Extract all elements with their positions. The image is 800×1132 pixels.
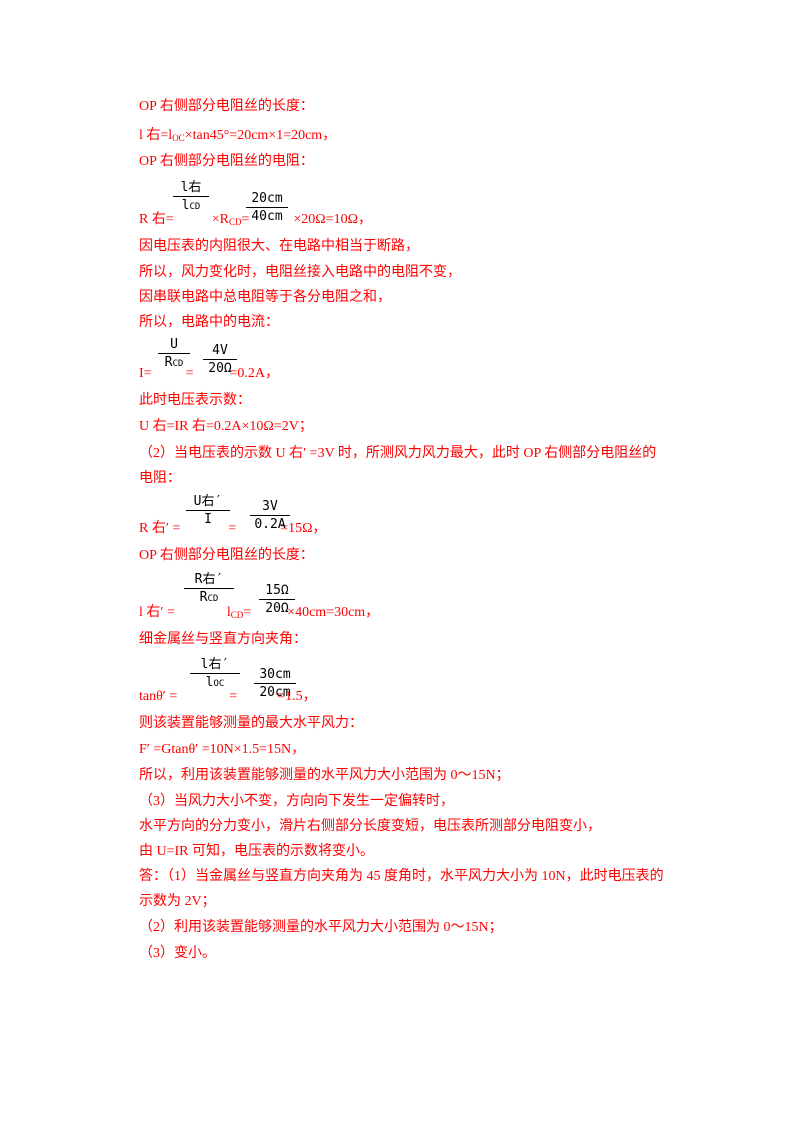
text-span: ×R — [211, 212, 229, 227]
den-main: l — [181, 198, 190, 213]
den-main: l — [205, 675, 214, 690]
text-line: 水平方向的分力变小，滑片右侧部分长度变短，电压表所测部分电阻变小， — [139, 819, 601, 834]
text-line: （3）当风力大小不变，方向向下发生一定偏转时， — [139, 794, 454, 809]
denominator: 20cm — [259, 685, 291, 700]
fraction-bar — [184, 588, 234, 589]
denominator: 0.2A — [254, 517, 286, 532]
text-line: F′ =Gtanθ′ =10N×1.5=15N， — [139, 742, 306, 757]
text-line: 所以，风力变化时，电阻丝接入电路中的电阻不变， — [139, 265, 461, 280]
text-span: =0.2A， — [229, 366, 279, 381]
text-span: ×40cm=30cm， — [287, 605, 380, 620]
text-line: 因电压表的内阻很大、在电路中相当于断路， — [139, 239, 419, 254]
numerator: l右′ — [200, 657, 230, 672]
fraction-bar — [203, 359, 237, 360]
text-line: 电阻： — [139, 471, 181, 486]
den-main: R — [164, 355, 173, 370]
fraction-bar — [250, 515, 290, 516]
text-line: 所以，利用该装置能够测量的水平风力大小范围为 0～15N； — [139, 768, 510, 783]
text-line: （3）变小。 — [139, 946, 216, 961]
den-sub: CD — [207, 594, 219, 604]
numerator: 30cm — [259, 667, 291, 682]
fraction: 30cm 20cm — [254, 667, 296, 700]
numerator: 4V — [212, 343, 228, 358]
denominator: I — [204, 512, 212, 527]
formula-line: tanθ′ = = =1.5， — [139, 688, 317, 706]
text-line: 因串联电路中总电阻等于各分电阻之和， — [139, 290, 391, 305]
fraction-bar — [190, 673, 240, 674]
text-span: = — [241, 212, 250, 227]
text-line: 所以，电路中的电流： — [139, 315, 279, 330]
formula-line: I= = =0.2A， — [139, 365, 279, 383]
numerator: 20cm — [251, 191, 283, 206]
numerator: R右′ — [194, 572, 224, 587]
fraction-bar — [186, 510, 230, 511]
fraction-bar — [158, 353, 190, 354]
formula-line: l 右′ = lCD= ×40cm=30cm， — [139, 604, 379, 624]
numerator: 15Ω — [265, 583, 289, 598]
fraction: l右 lCD — [173, 180, 209, 215]
text-line: U 右=IR 右=0.2A×10Ω=2V； — [139, 419, 313, 434]
text-span: = — [185, 366, 194, 381]
text-span: l — [226, 605, 231, 620]
denominator: 20Ω — [208, 361, 232, 376]
text-line: 示数为 2V； — [139, 894, 216, 909]
text-span: R 右′ = — [139, 521, 181, 536]
text-line: l 右=lOC×tan45°=20cm×1=20cm， — [139, 127, 336, 147]
numerator: U右′ — [193, 494, 223, 509]
text-span: ×20Ω=10Ω， — [293, 212, 372, 227]
text-span: = — [229, 689, 238, 704]
text-span: I= — [139, 366, 152, 381]
den-sub: CD — [189, 202, 201, 212]
subscript: CD — [230, 610, 244, 620]
text-line: OP 右侧部分电阻丝的电阻： — [139, 154, 314, 169]
denominator: RCD — [158, 355, 190, 372]
text-line: 此时电压表示数： — [139, 393, 251, 408]
den-main: R — [199, 590, 208, 605]
formula-line: R 右′ = = =15Ω， — [139, 520, 327, 538]
subscript: OC — [172, 133, 185, 143]
text-span: = — [228, 521, 237, 536]
formula-line: R 右= ×RCD= ×20Ω=10Ω， — [139, 211, 372, 231]
fraction: U右′ I — [186, 494, 230, 527]
fraction: l右′ lOC — [190, 657, 240, 692]
text-line: OP 右侧部分电阻丝的长度： — [139, 548, 314, 563]
denominator: 40cm — [251, 209, 283, 224]
fraction-bar — [246, 207, 288, 208]
denominator: 20Ω — [265, 601, 289, 616]
numerator: U — [170, 337, 178, 352]
text-span: ×tan45°=20cm×1=20cm， — [184, 128, 337, 143]
text-span: l 右=l — [139, 128, 173, 143]
text-span: =15Ω， — [280, 521, 327, 536]
numerator: l右 — [180, 180, 202, 195]
text-line: （2）当电压表的示数 U 右′ =3V 时，所测风力风力最大，此时 OP 右侧部… — [139, 446, 657, 461]
fraction-bar — [259, 599, 295, 600]
fraction-bar — [254, 683, 296, 684]
text-line: 则该装置能够测量的最大水平风力： — [139, 716, 363, 731]
denominator: RCD — [184, 590, 234, 607]
text-span: R 右= — [139, 212, 174, 227]
fraction-bar — [173, 196, 209, 197]
text-span: tanθ′ = — [139, 689, 178, 704]
den-sub: CD — [172, 359, 184, 369]
den-sub: OC — [213, 679, 225, 689]
text-span: = — [243, 605, 252, 620]
denominator: lOC — [190, 675, 240, 692]
fraction: 20cm 40cm — [246, 191, 288, 224]
text-line: 由 U=IR 可知，电压表的示数将变小。 — [139, 844, 375, 859]
text-line: 答：（1）当金属丝与竖直方向夹角为 45 度角时，水平风力大小为 10N，此时电… — [139, 869, 664, 884]
text-line: 细金属丝与竖直方向夹角： — [139, 632, 307, 647]
subscript: CD — [228, 217, 242, 227]
denominator: lCD — [173, 198, 209, 215]
fraction: 3V 0.2A — [250, 499, 290, 532]
text-line: OP 右侧部分电阻丝的长度： — [139, 99, 314, 114]
text-line: （2）利用该装置能够测量的水平风力大小范围为 0～15N； — [139, 920, 503, 935]
numerator: 3V — [262, 499, 278, 514]
fraction: R右′ RCD — [184, 572, 234, 607]
text-span: =1.5， — [277, 689, 317, 704]
text-span: l 右′ = — [139, 605, 175, 620]
